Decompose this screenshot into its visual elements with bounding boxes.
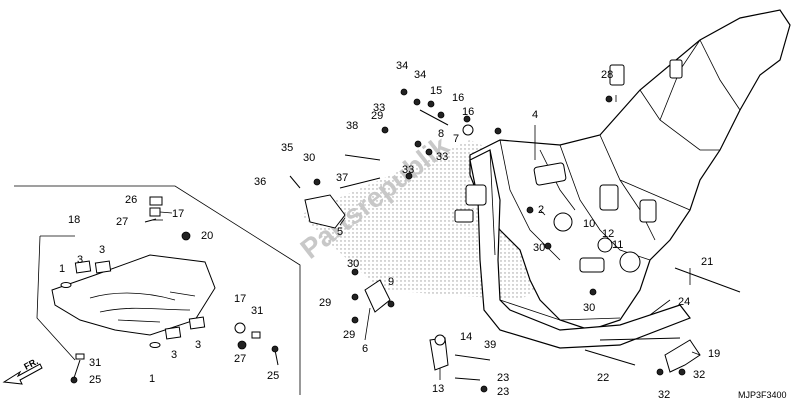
callout-32: 32 bbox=[693, 369, 705, 381]
callout-36: 36 bbox=[254, 176, 266, 188]
callout-22: 22 bbox=[597, 372, 609, 384]
callout-39: 39 bbox=[484, 339, 496, 351]
callout-20: 20 bbox=[201, 230, 213, 242]
callout-25: 25 bbox=[89, 374, 101, 386]
callout-10: 10 bbox=[583, 218, 595, 230]
leader-lines bbox=[152, 95, 701, 380]
group-bracket bbox=[36, 235, 76, 361]
part-31a bbox=[75, 353, 85, 360]
callout-15: 15 bbox=[430, 85, 442, 97]
callout-31: 31 bbox=[251, 305, 263, 317]
callout-34: 34 bbox=[396, 60, 408, 72]
skid-plate bbox=[51, 254, 216, 340]
part-27-top bbox=[144, 218, 157, 223]
washer-1a bbox=[60, 282, 72, 288]
main-frame bbox=[469, 9, 791, 331]
group-frame bbox=[14, 185, 301, 395]
callouts: 1 1 2 3 3 3 3 4 5 6 7 8 9 10 11 12 13 14… bbox=[59, 60, 720, 401]
callout-18: 18 bbox=[68, 214, 80, 226]
callout-9: 9 bbox=[388, 276, 394, 288]
washer-1b bbox=[149, 342, 161, 348]
callout-33: 33 bbox=[373, 102, 385, 114]
callout-23: 23 bbox=[497, 386, 509, 398]
callout-17: 17 bbox=[172, 208, 184, 220]
callout-12: 12 bbox=[602, 228, 614, 240]
nut-20 bbox=[181, 231, 191, 241]
callout-3: 3 bbox=[77, 254, 83, 266]
callout-33: 33 bbox=[436, 151, 448, 163]
callout-17: 17 bbox=[234, 293, 246, 305]
callout-8: 8 bbox=[438, 128, 444, 140]
callout-11: 11 bbox=[612, 239, 623, 251]
callout-1: 1 bbox=[149, 373, 155, 385]
callout-13: 13 bbox=[432, 383, 444, 395]
callout-37: 37 bbox=[336, 172, 348, 184]
callout-3: 3 bbox=[195, 339, 201, 351]
callout-26: 26 bbox=[125, 194, 137, 206]
callout-5: 5 bbox=[337, 226, 343, 238]
part-17-mid bbox=[234, 322, 246, 334]
callout-1: 1 bbox=[59, 263, 65, 275]
callout-31: 31 bbox=[89, 357, 101, 369]
callout-16: 16 bbox=[462, 106, 474, 118]
callout-27: 27 bbox=[116, 216, 128, 228]
bolt-25b bbox=[274, 349, 279, 366]
callout-30: 30 bbox=[303, 152, 315, 164]
callout-3: 3 bbox=[171, 349, 177, 361]
bolts bbox=[289, 88, 741, 393]
engine-bracket-5 bbox=[304, 194, 346, 229]
callout-6: 6 bbox=[362, 343, 368, 355]
callout-29: 29 bbox=[343, 329, 355, 341]
front-direction-arrow: FR. bbox=[2, 356, 43, 385]
callout-35: 35 bbox=[281, 142, 293, 154]
part-27-mid bbox=[237, 340, 247, 350]
callout-29: 29 bbox=[319, 297, 331, 309]
part-17-top bbox=[149, 207, 161, 217]
callout-21: 21 bbox=[701, 256, 713, 268]
callout-30: 30 bbox=[347, 258, 359, 270]
callout-19: 19 bbox=[708, 348, 720, 360]
callout-7: 7 bbox=[453, 133, 459, 145]
bolt-25a bbox=[73, 359, 81, 379]
callout-28: 28 bbox=[601, 69, 613, 81]
callout-34: 34 bbox=[414, 69, 426, 81]
callout-2: 2 bbox=[538, 204, 544, 216]
part-31-mid bbox=[251, 331, 261, 339]
callout-3: 3 bbox=[99, 244, 105, 256]
callout-33: 33 bbox=[402, 164, 414, 176]
engine-bracket-6 bbox=[364, 279, 391, 313]
callout-30: 30 bbox=[583, 302, 595, 314]
side-stand-bracket-19 bbox=[664, 339, 701, 373]
callout-4: 4 bbox=[532, 109, 538, 121]
callout-24: 24 bbox=[678, 296, 690, 308]
callout-25: 25 bbox=[267, 370, 279, 382]
lower-cradle bbox=[454, 149, 691, 349]
callout-23: 23 bbox=[497, 372, 509, 384]
callout-29: 29 bbox=[371, 110, 383, 122]
callout-14: 14 bbox=[460, 331, 472, 343]
callout-38: 38 bbox=[346, 120, 358, 132]
diagram-code: MJP3F3400 bbox=[738, 390, 787, 400]
callout-16: 16 bbox=[452, 92, 464, 104]
part-26 bbox=[149, 196, 163, 206]
callout-30: 30 bbox=[533, 242, 545, 254]
callout-27: 27 bbox=[234, 353, 246, 365]
callout-32: 32 bbox=[658, 389, 670, 401]
